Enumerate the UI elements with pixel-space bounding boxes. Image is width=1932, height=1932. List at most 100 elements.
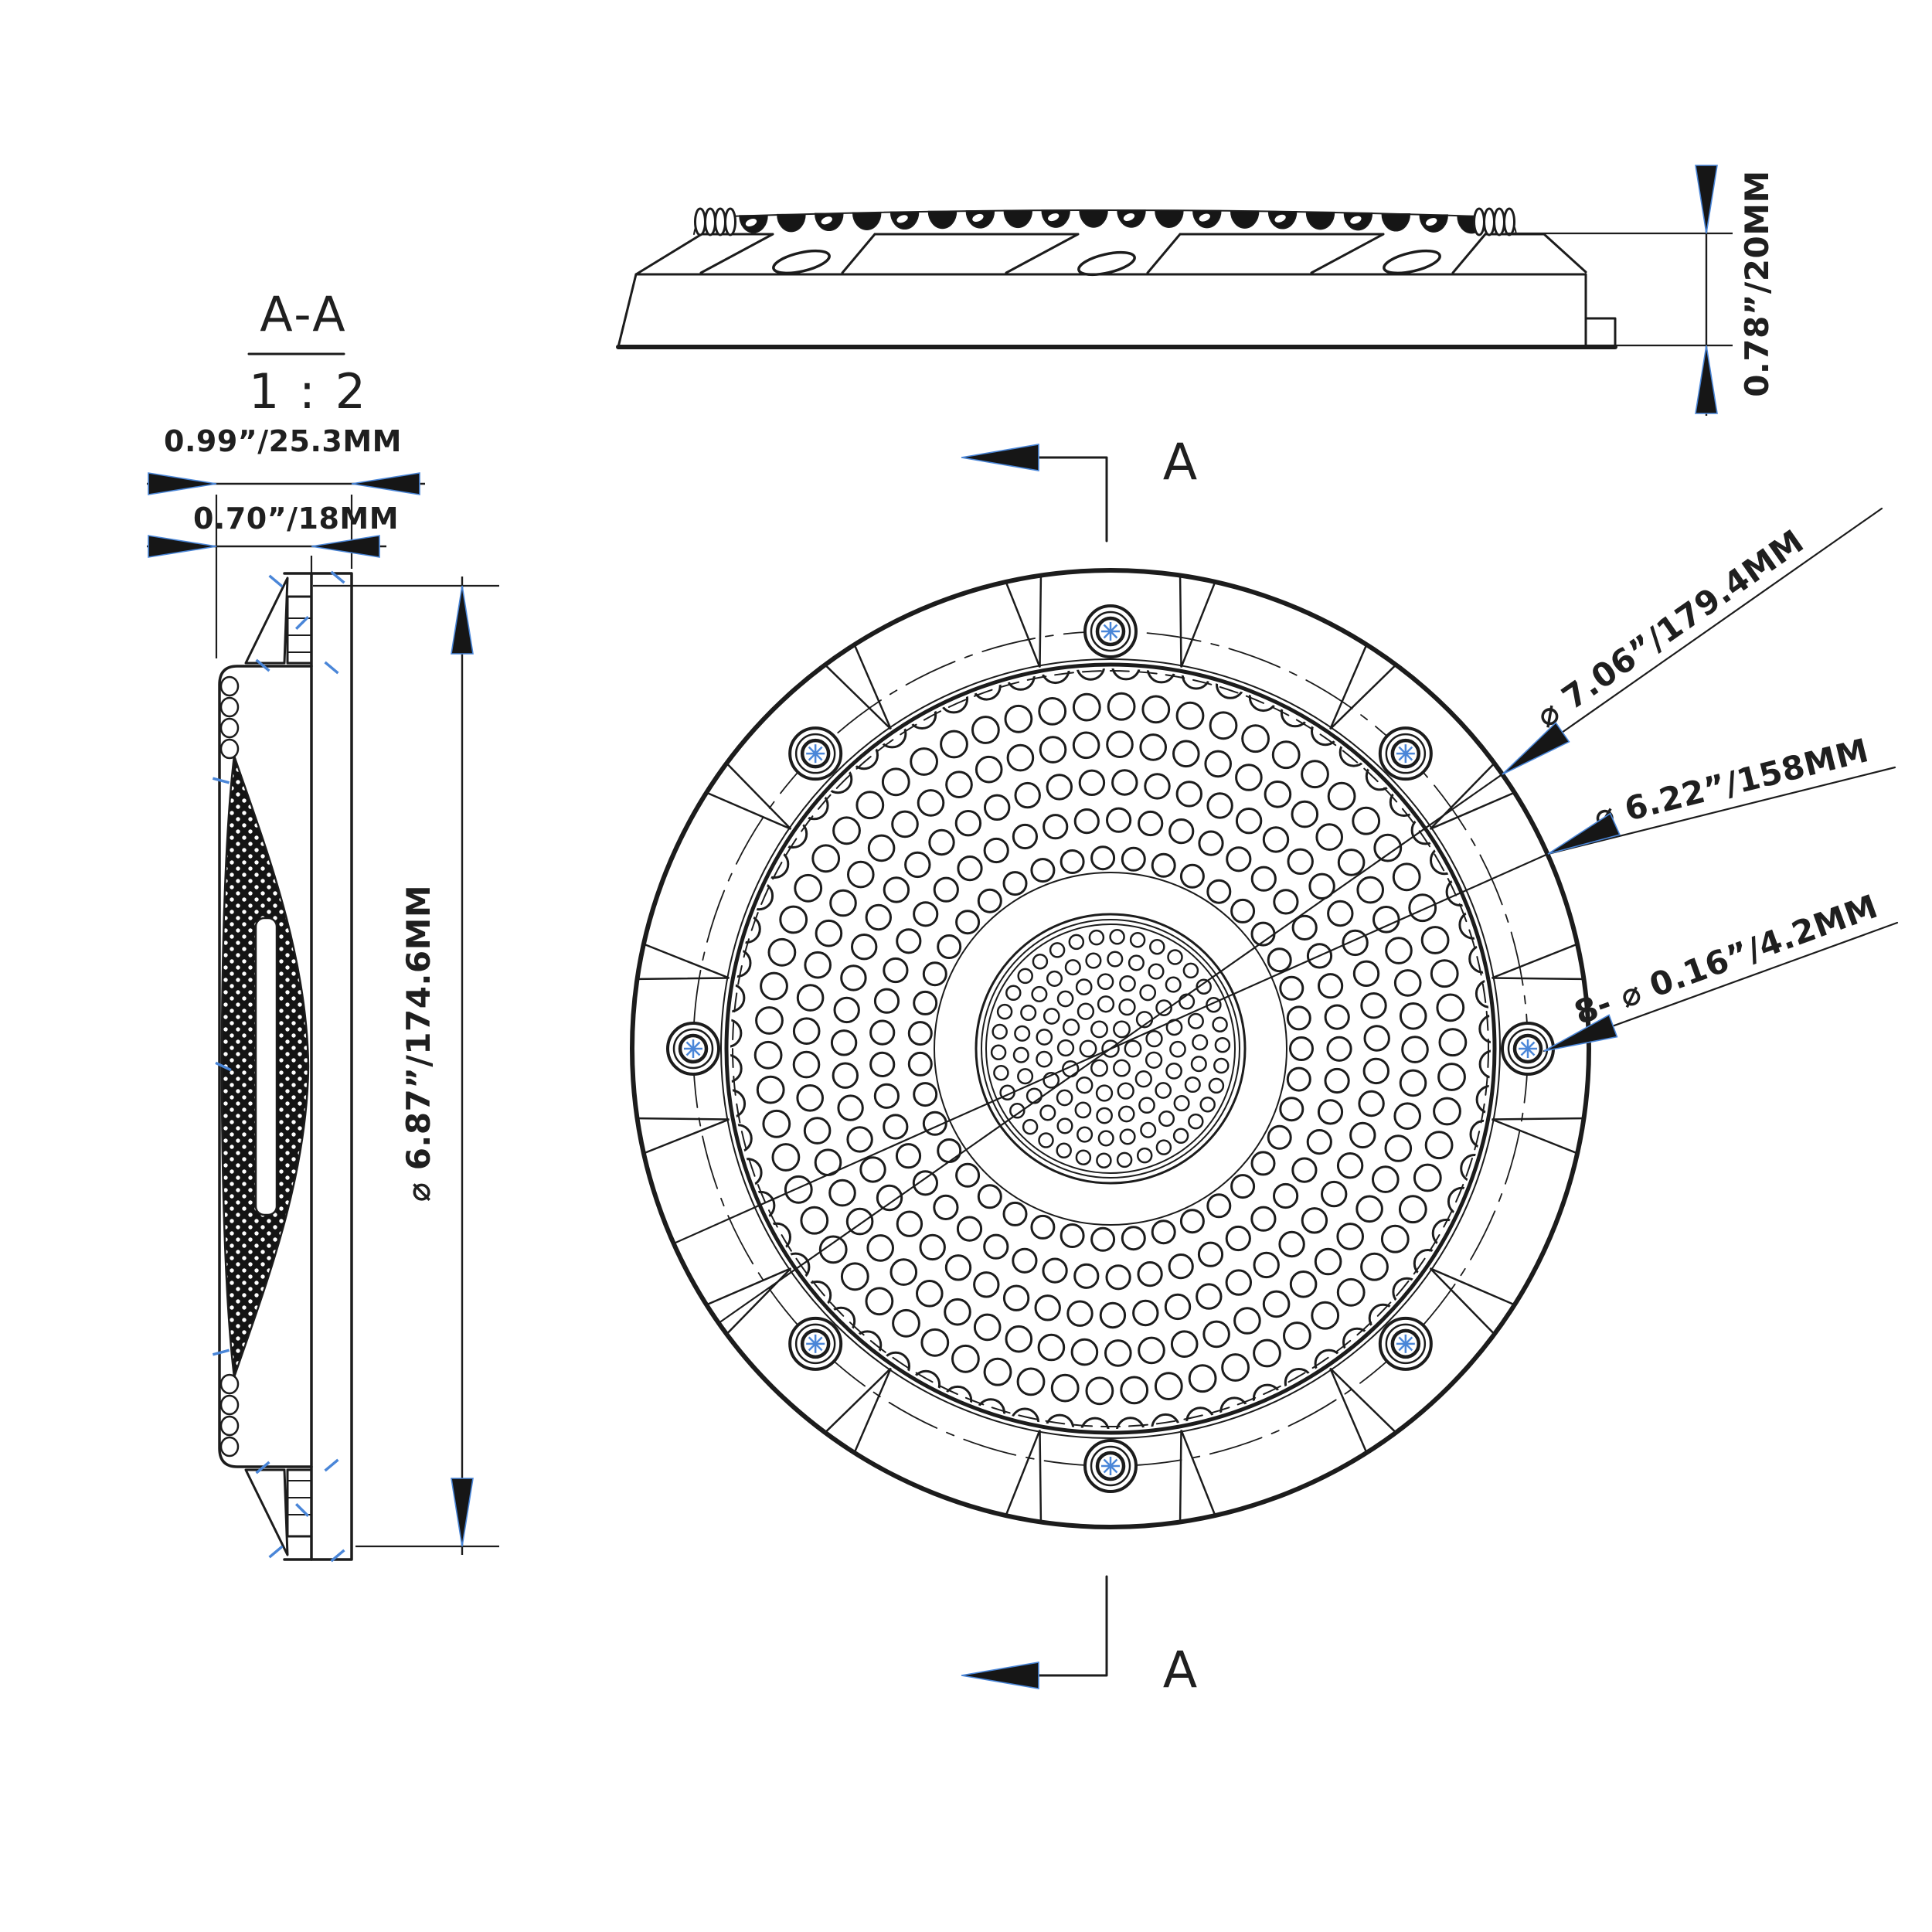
grille-hole [1104, 1339, 1132, 1367]
mounting-hole [1378, 726, 1433, 781]
grille-hole [883, 876, 910, 903]
tweeter-hole [1005, 985, 1022, 1002]
tweeter-hole [1119, 975, 1136, 992]
grille-hole [1380, 1224, 1410, 1253]
grille-hole [1392, 862, 1421, 892]
center-mark [1520, 1041, 1536, 1056]
grille-hole [1043, 814, 1069, 840]
flange-gusset [825, 645, 892, 730]
grille-hole [1233, 1307, 1261, 1335]
grille-hole [1438, 1028, 1468, 1057]
grille-hole [1279, 975, 1304, 1001]
tweeter-hole [1012, 1046, 1029, 1063]
grille-hole [896, 1210, 923, 1237]
rolled-edge-coils [219, 675, 240, 1458]
grille-hole [1168, 818, 1195, 845]
grille-hole [1196, 1283, 1223, 1310]
flange-gusset [1329, 1367, 1396, 1452]
grille-hole [730, 1018, 743, 1048]
grille-hole [1099, 1301, 1127, 1329]
grille-hole [1014, 781, 1041, 809]
center-mark [1103, 1458, 1118, 1474]
tweeter-hole [1056, 1089, 1073, 1107]
tweeter-hole [1155, 1139, 1172, 1155]
grille-hole [865, 903, 893, 931]
grille-hole [1306, 1129, 1332, 1155]
grille-hole [1151, 852, 1176, 878]
tweeter-hole [1139, 984, 1157, 1002]
rim-coil [1503, 207, 1515, 236]
center-mark [1103, 624, 1118, 639]
mounting-hole-mid [672, 1028, 714, 1070]
tweeter-hole [1090, 1020, 1108, 1039]
grille-hole [1060, 849, 1085, 874]
grille-hole [1324, 1067, 1350, 1094]
grille-hole [1362, 1057, 1390, 1085]
grille-hole [873, 988, 900, 1014]
grille-hole [1090, 845, 1116, 871]
grille-hole [1115, 1417, 1145, 1429]
grille-hole [1175, 781, 1203, 808]
tweeter-hole [1097, 1130, 1114, 1147]
grille-hole [1002, 871, 1028, 896]
grille-hole [829, 889, 857, 917]
grille-hole [907, 1051, 933, 1077]
grille-hole [1241, 724, 1270, 753]
center-mark [808, 746, 823, 761]
tweeter-hole [1206, 996, 1222, 1013]
tweeter-hole [1116, 1151, 1133, 1168]
grille-hole [975, 755, 1003, 784]
grille-hole [881, 767, 910, 797]
rim-hole-highlight [1274, 214, 1286, 223]
grille-hole [832, 1062, 859, 1089]
rolled-edge-coil [219, 1436, 240, 1458]
grille-hole [867, 834, 896, 862]
grille-hole [1336, 1277, 1366, 1307]
rim-hole [777, 213, 806, 233]
tweeter-hole [1149, 938, 1165, 955]
grille-hole [945, 770, 973, 799]
grille-hole [1072, 692, 1101, 722]
rim-coil [694, 207, 706, 236]
tweeter-hole [1064, 959, 1081, 976]
mounting-hole [788, 1316, 843, 1371]
vertex-tick [294, 1502, 310, 1518]
grille-hole [1311, 1301, 1340, 1330]
grille-hole [1039, 736, 1067, 764]
tweeter-hole [1173, 1095, 1190, 1112]
grille-hole [1037, 1333, 1066, 1362]
tweeter-hole [1119, 1128, 1136, 1145]
dim-arrow [451, 585, 474, 655]
section-letter-top: A [1163, 434, 1197, 492]
dim-text-total-depth: 0.99”/25.3MM [164, 424, 402, 458]
tweeter-hole [1128, 954, 1145, 971]
mounting-hole-inner [1390, 738, 1421, 769]
grille-hole [1235, 808, 1263, 835]
tweeter-hole [1136, 1147, 1153, 1164]
mounting-hole-inner [800, 738, 831, 769]
grille-hole [1002, 1201, 1028, 1226]
dim-text-mounting-holes: 8- ⌀ 0.16”/4.2MM [1570, 887, 1883, 1032]
grille-hole [1085, 1376, 1114, 1406]
grille-hole [846, 1126, 873, 1153]
grille-hole [1080, 1417, 1110, 1429]
mount-slot-left [772, 249, 831, 275]
grille-hole [892, 1308, 920, 1338]
flange-gusset [1005, 1430, 1043, 1521]
grille-hole [803, 1117, 832, 1145]
flange-gusset [1492, 944, 1583, 981]
grille-hole [865, 1287, 894, 1316]
tweeter-hole [1038, 1132, 1054, 1148]
extension-lines-diameter [313, 584, 499, 1548]
grille-hole [1225, 1225, 1251, 1252]
grille-hole [1164, 1293, 1192, 1321]
vertex-tick [330, 570, 345, 584]
grille-hole [944, 1254, 972, 1281]
rim-hole [1079, 209, 1108, 228]
grille-hole [837, 1094, 864, 1121]
rim-hole-highlight [1426, 218, 1437, 226]
grille-hole [1355, 1195, 1383, 1223]
grille-hole [1278, 1230, 1305, 1258]
mounting-hole [666, 1022, 720, 1076]
grille-hole [1230, 1174, 1256, 1199]
